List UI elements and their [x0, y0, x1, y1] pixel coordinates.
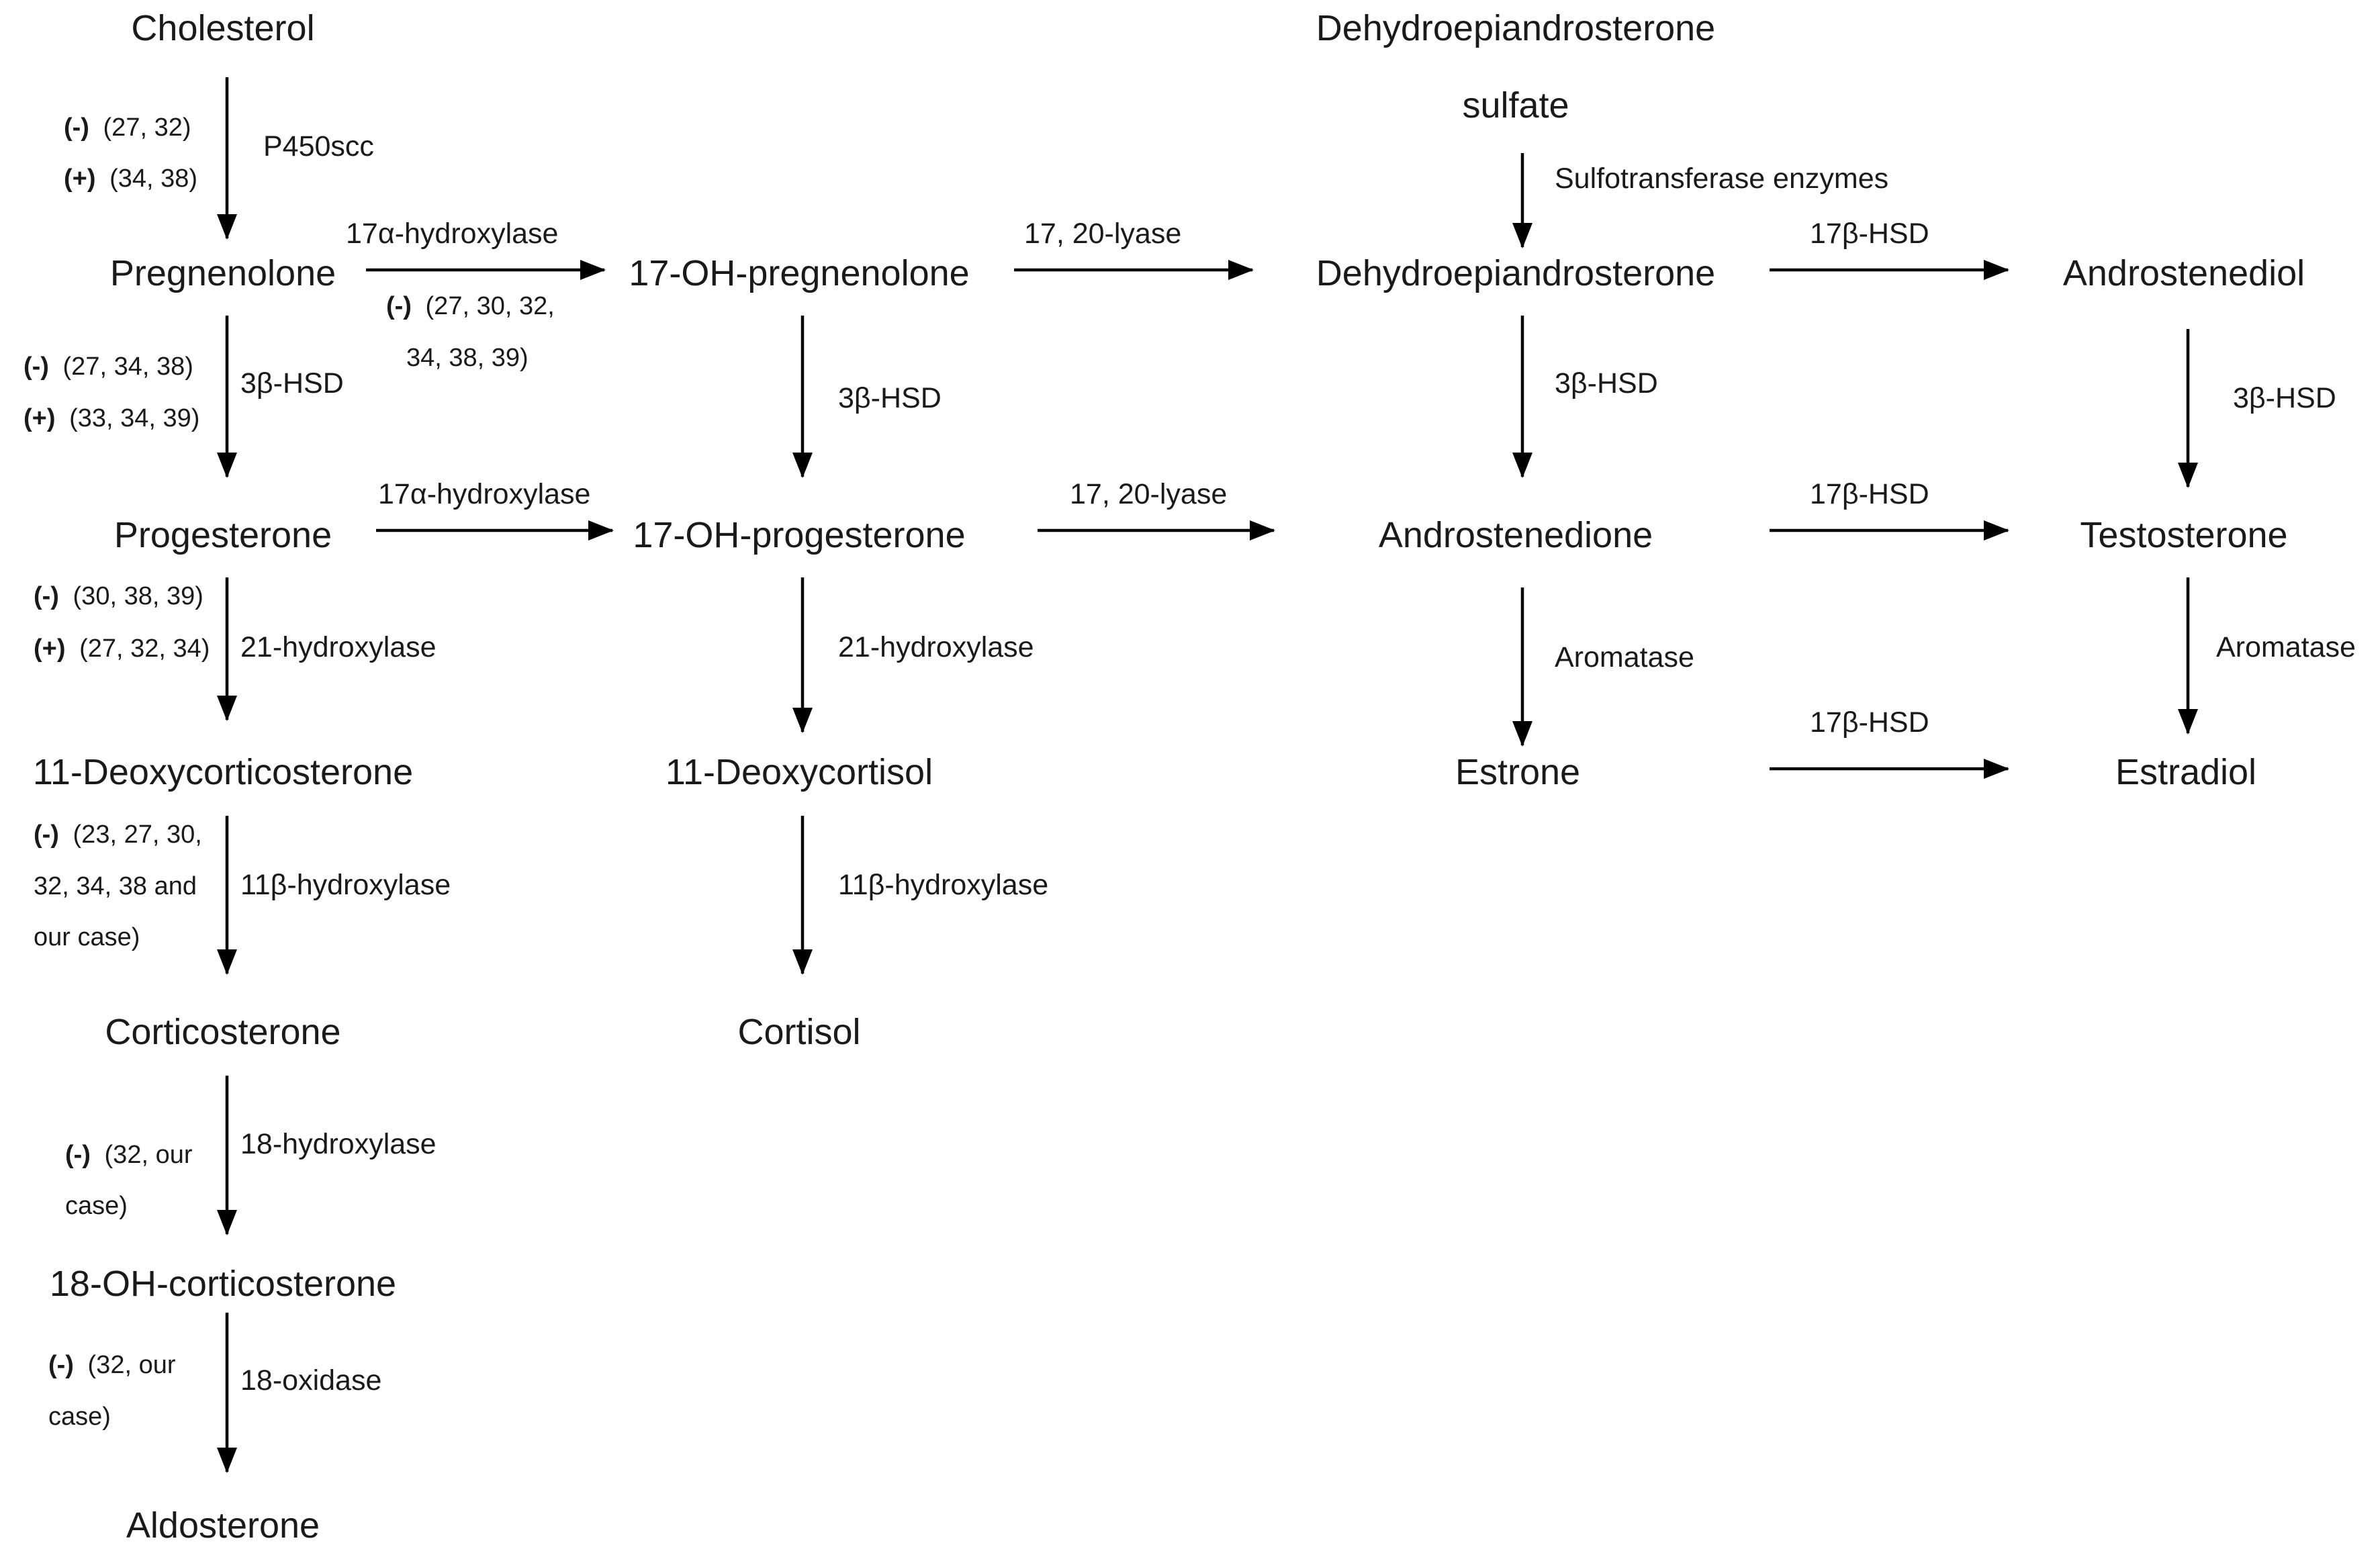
- enzyme-18-hydroxylase: 18-hydroxylase: [240, 1128, 437, 1160]
- note-11b-hydroxylase-refs-2: 32, 34, 38 and: [34, 872, 197, 900]
- node-dheas-line2: sulfate: [1462, 85, 1569, 126]
- enzyme-aromatase-left: Aromatase: [1555, 641, 1694, 673]
- enzyme-3b-hsd-right: 3β-HSD: [2233, 382, 2336, 414]
- note-refs: (27, 34, 38): [63, 352, 193, 381]
- node-11-deoxycortisol: 11-Deoxycortisol: [666, 752, 933, 792]
- note-refs: (27, 30, 32,: [426, 292, 555, 320]
- note-11b-hydroxylase-refs-3: our case): [34, 923, 140, 951]
- note-18-oxidase-refs-2: case): [48, 1403, 111, 1431]
- node-pregnenolone: Pregnenolone: [110, 253, 336, 293]
- note-p450scc-plus: (+) (34, 38): [64, 164, 197, 193]
- note-refs: (33, 34, 39): [69, 404, 199, 432]
- enzyme-3b-hsd-preg-prog: 3β-HSD: [240, 367, 344, 399]
- note-sign: (-): [34, 582, 59, 610]
- note-hsd3b-minus: (-) (27, 34, 38): [24, 352, 193, 381]
- enzyme-aromatase-right: Aromatase: [2216, 631, 2356, 663]
- enzyme-17a-hydroxylase-top: 17α-hydroxylase: [346, 218, 558, 250]
- node-androstenedione: Androstenedione: [1379, 515, 1653, 555]
- note-sign: (-): [24, 352, 49, 381]
- enzyme-17b-hsd-top: 17β-HSD: [1810, 218, 1929, 250]
- note-18-oxidase-minus: (-) (32, our: [48, 1351, 176, 1379]
- node-11-deoxycorticosterone: 11-Deoxycorticosterone: [33, 752, 413, 792]
- note-sign: (+): [34, 634, 66, 663]
- note-refs: (30, 38, 39): [73, 582, 203, 610]
- note-11b-hydroxylase-minus: (-) (23, 27, 30,: [34, 820, 202, 849]
- note-refs: (32, our: [88, 1351, 176, 1379]
- note-refs: (27, 32, 34): [79, 634, 210, 663]
- note-refs: (23, 27, 30,: [73, 820, 202, 849]
- node-cortisol: Cortisol: [737, 1012, 860, 1052]
- note-refs: (32, our: [105, 1141, 193, 1169]
- note-p450scc-minus: (-) (27, 32): [64, 113, 191, 142]
- enzyme-17-20-lyase-top: 17, 20-lyase: [1024, 218, 1181, 250]
- note-sign: (-): [34, 820, 59, 849]
- node-corticosterone: Corticosterone: [105, 1012, 340, 1052]
- enzyme-p450scc: P450scc: [263, 130, 374, 162]
- node-aldosterone: Aldosterone: [126, 1505, 320, 1546]
- node-18-oh-corticosterone: 18-OH-corticosterone: [50, 1264, 396, 1304]
- note-refs: (34, 38): [109, 164, 197, 193]
- note-17a-hydroxylase-refs-2: 34, 38, 39): [406, 344, 529, 372]
- note-21-hydroxylase-minus: (-) (30, 38, 39): [34, 582, 203, 610]
- enzyme-21-hydroxylase-mid: 21-hydroxylase: [838, 631, 1034, 663]
- note-hsd3b-plus: (+) (33, 34, 39): [24, 404, 199, 432]
- note-18-hydroxylase-refs-2: case): [65, 1192, 128, 1220]
- node-estradiol: Estradiol: [2115, 752, 2256, 792]
- note-17a-hydroxylase-minus: (-) (27, 30, 32,: [386, 292, 555, 320]
- node-testosterone: Testosterone: [2080, 515, 2287, 555]
- enzyme-21-hydroxylase-left: 21-hydroxylase: [240, 631, 437, 663]
- node-dheas-line1: Dehydroepiandrosterone: [1316, 8, 1715, 48]
- enzyme-17b-hsd-mid: 17β-HSD: [1810, 478, 1929, 510]
- note-sign: (+): [64, 164, 96, 193]
- enzyme-3b-hsd-dhea: 3β-HSD: [1555, 367, 1658, 399]
- note-sign: (-): [48, 1351, 74, 1379]
- note-21-hydroxylase-plus: (+) (27, 32, 34): [34, 634, 210, 663]
- enzyme-17-20-lyase-bottom: 17, 20-lyase: [1070, 478, 1227, 510]
- node-estrone: Estrone: [1455, 752, 1580, 792]
- enzyme-11b-hydroxylase-mid: 11β-hydroxylase: [838, 869, 1048, 901]
- enzyme-sulfotransferase: Sulfotransferase enzymes: [1555, 162, 1888, 195]
- node-17-oh-pregnenolone: 17-OH-pregnenolone: [629, 253, 969, 293]
- enzyme-17b-hsd-bottom: 17β-HSD: [1810, 706, 1929, 739]
- note-sign: (-): [64, 113, 89, 142]
- note-sign: (-): [65, 1141, 91, 1169]
- enzyme-17a-hydroxylase-bottom: 17α-hydroxylase: [378, 478, 590, 510]
- enzyme-3b-hsd-mid: 3β-HSD: [838, 382, 942, 414]
- node-cholesterol: Cholesterol: [131, 8, 314, 48]
- node-androstenediol: Androstenediol: [2063, 253, 2305, 293]
- node-progesterone: Progesterone: [114, 515, 332, 555]
- note-refs: (27, 32): [103, 113, 191, 142]
- enzyme-11b-hydroxylase-left: 11β-hydroxylase: [240, 869, 451, 901]
- note-sign: (-): [386, 292, 412, 320]
- note-sign: (+): [24, 404, 56, 432]
- node-dhea: Dehydroepiandrosterone: [1316, 253, 1715, 293]
- node-17-oh-progesterone: 17-OH-progesterone: [633, 515, 965, 555]
- note-18-hydroxylase-minus: (-) (32, our: [65, 1141, 193, 1169]
- enzyme-18-oxidase: 18-oxidase: [240, 1364, 381, 1397]
